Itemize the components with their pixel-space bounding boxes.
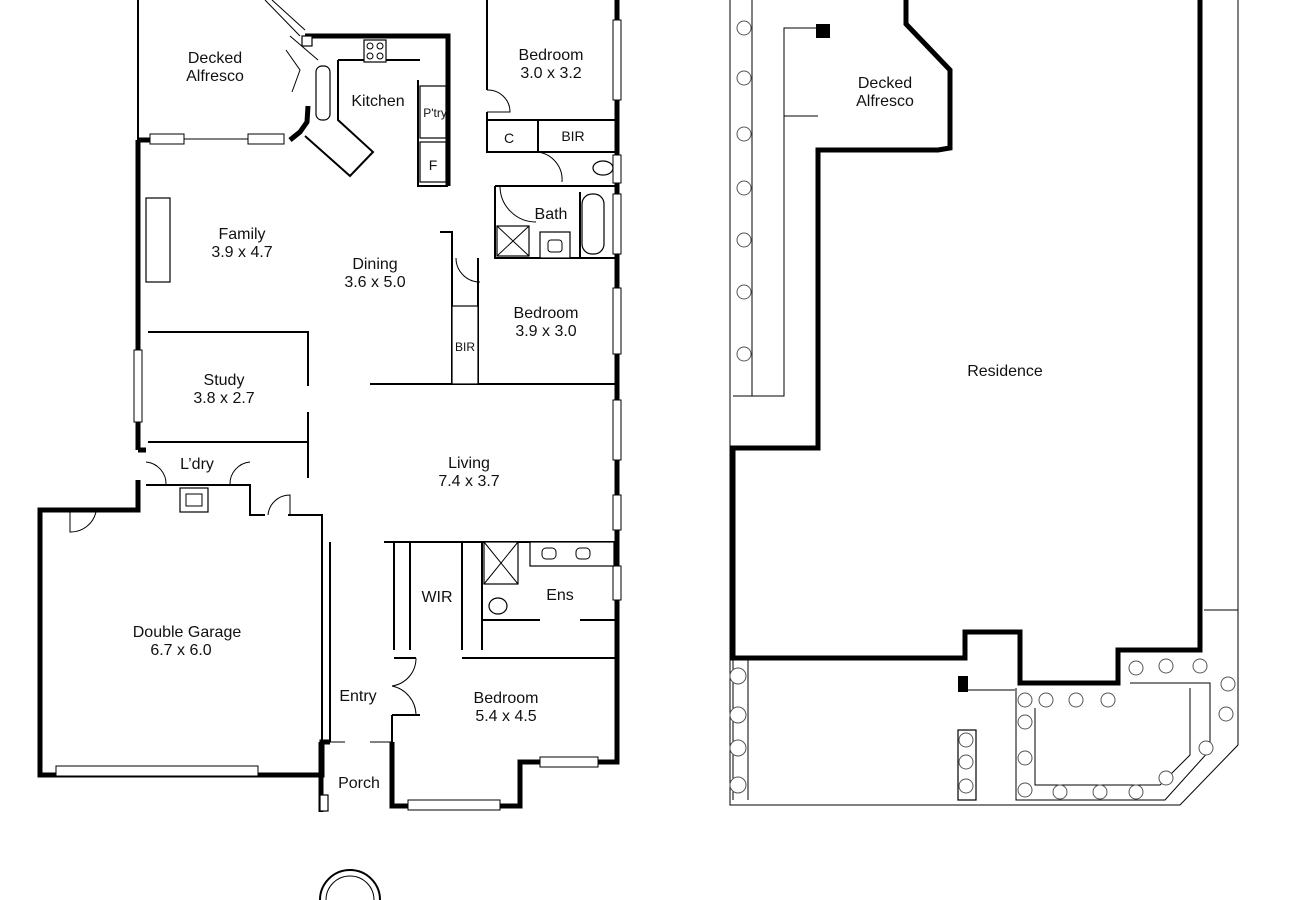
site-alfresco-label-line2: Alfresco <box>856 93 914 110</box>
bedroom-label-name: Bedroom <box>474 690 539 707</box>
ensuite-vanity-icon <box>529 541 615 567</box>
bedroom-label-size: 3.9 x 3.0 <box>515 323 576 340</box>
fireplace-icon <box>145 197 171 283</box>
site-plan: Decked Alfresco Residence <box>729 0 1239 806</box>
bedroom-label-name: Bedroom <box>519 47 584 64</box>
north-arrow-icon <box>319 869 381 900</box>
laundry-label: L’dry <box>180 456 214 473</box>
alfresco-label-line1: Decked <box>188 50 242 67</box>
bedroom-label-size: 5.4 x 4.5 <box>475 708 536 725</box>
study-label-name: Study <box>204 372 245 389</box>
ensuite-label: Ens <box>546 587 574 604</box>
bir-shelf <box>451 305 479 385</box>
toilet-icon <box>592 160 614 176</box>
bir-label: BIR <box>455 340 475 354</box>
alfresco-label-line2: Alfresco <box>186 68 244 85</box>
room-labels: Decked Alfresco Kitchen P'try F Bedroom … <box>133 47 585 792</box>
ensuite-toilet-icon <box>488 597 508 615</box>
fixtures <box>145 35 615 812</box>
laundry-tub-icon <box>179 487 209 513</box>
site-alfresco-label-line1: Decked <box>858 75 912 92</box>
vanity-icon <box>539 231 571 259</box>
pantry-label: P'try <box>423 106 447 120</box>
garage-label-size: 6.7 x 6.0 <box>150 642 211 659</box>
floor-plan: Decked Alfresco Kitchen P'try F Bedroom … <box>37 0 622 900</box>
wir-label: WIR <box>421 589 452 606</box>
kitchen-label: Kitchen <box>351 93 404 110</box>
family-label-size: 3.9 x 4.7 <box>211 244 272 261</box>
fridge-label: F <box>429 157 438 173</box>
dining-label-size: 3.6 x 5.0 <box>344 274 405 291</box>
bedroom-label-size: 3.0 x 3.2 <box>520 65 581 82</box>
bath-label: Bath <box>535 206 568 223</box>
doors <box>69 35 563 743</box>
entry-label: Entry <box>339 688 376 705</box>
study-label-size: 3.8 x 2.7 <box>193 390 254 407</box>
living-label-size: 7.4 x 3.7 <box>438 473 499 490</box>
garden-shrubs <box>729 20 1236 800</box>
living-label-name: Living <box>448 455 490 472</box>
garage-label-name: Double Garage <box>133 624 242 641</box>
interior-walls <box>137 0 617 742</box>
cooktop-icon <box>363 39 387 63</box>
windows <box>55 0 622 811</box>
residence-label: Residence <box>967 363 1043 380</box>
family-label-name: Family <box>218 226 265 243</box>
porch-label: Porch <box>338 775 380 792</box>
bathtub-icon <box>581 193 605 255</box>
kitchen-sink-icon <box>315 65 331 121</box>
bir-label: BIR <box>561 128 584 144</box>
residence-outline <box>730 0 1203 686</box>
cupboard-label: C <box>504 130 514 146</box>
dining-label-name: Dining <box>352 256 397 273</box>
bedroom-label-name: Bedroom <box>514 305 579 322</box>
